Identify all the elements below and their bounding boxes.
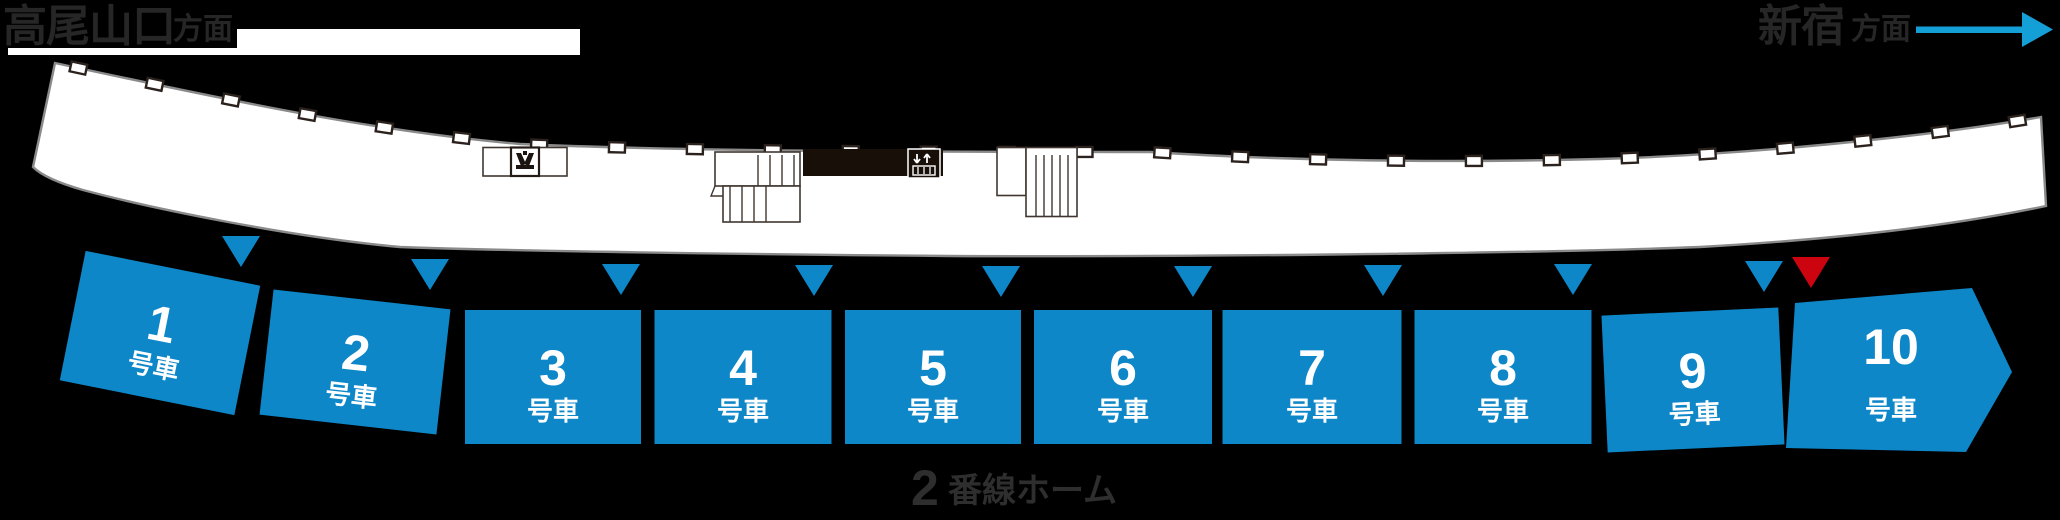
platform-label: 2 番線ホーム — [911, 460, 1117, 516]
stairs-a — [709, 151, 801, 223]
car-number: 2 — [339, 324, 373, 383]
car-shape — [1414, 310, 1592, 444]
platform-post — [1775, 141, 1795, 156]
car-8: 8号車 — [1414, 310, 1592, 444]
car-10: 10 号車 — [1786, 288, 2012, 452]
direction-arrow-icon — [1916, 12, 2053, 47]
boarding-position-marker-icon — [795, 265, 833, 296]
car-number-suffix: 号車 — [907, 396, 959, 426]
platform-number-suffix: 番線ホーム — [948, 472, 1117, 510]
stairs-b — [996, 146, 1078, 218]
car-number: 4 — [729, 340, 757, 396]
boarding-position-marker-icon — [1364, 265, 1402, 296]
boarding-position-marker-icon — [982, 266, 1020, 297]
car-number-suffix: 号車 — [1865, 395, 1917, 425]
car-shape — [1786, 288, 2012, 452]
car-6: 6号車 — [1034, 310, 1212, 444]
car-number-suffix: 号車 — [1668, 398, 1721, 430]
door-markers — [222, 236, 1830, 297]
platform-post — [2007, 113, 2028, 129]
boarding-position-marker-icon — [1174, 266, 1212, 297]
boarding-position-marker-icon — [411, 259, 449, 290]
car-number-suffix: 号車 — [1477, 396, 1529, 426]
platform-post — [1152, 146, 1172, 160]
car-5: 5号車 — [845, 310, 1021, 444]
car-number: 8 — [1489, 340, 1517, 396]
car-number-suffix: 号車 — [1097, 396, 1149, 426]
platform-post — [451, 130, 472, 146]
car-4: 4号車 — [654, 310, 832, 444]
header-white-block — [237, 29, 580, 55]
left-direction: 高尾山口 方面 — [3, 2, 233, 51]
car-number: 7 — [1298, 340, 1326, 396]
car-number-suffix: 号車 — [324, 378, 379, 414]
car-shape — [259, 289, 451, 435]
facility-toilet — [482, 146, 568, 178]
car-3: 3号車 — [465, 310, 641, 444]
car-shape — [1034, 310, 1212, 444]
left-direction-suffix: 方面 — [173, 12, 233, 46]
car-7: 7号車 — [1222, 310, 1402, 444]
car-1: 1号車 — [59, 250, 261, 416]
platform-post — [144, 76, 165, 93]
platform-post — [1542, 153, 1562, 167]
right-direction-station: 新宿 — [1758, 2, 1844, 51]
car-2: 2号車 — [259, 289, 451, 435]
boarding-position-marker-icon — [602, 264, 640, 295]
platform-post — [1075, 145, 1094, 159]
platform-post — [1464, 154, 1484, 168]
car-shape — [654, 310, 832, 444]
platform-post — [1308, 152, 1328, 166]
platform-post — [1697, 147, 1718, 161]
platform-post — [1853, 133, 1873, 148]
car-number: 3 — [539, 340, 567, 396]
platform-post — [374, 119, 395, 136]
platform-post — [685, 142, 705, 156]
car-number-suffix: 号車 — [1286, 396, 1338, 426]
car-shape — [59, 250, 261, 416]
platform-post — [220, 92, 242, 108]
toilet-icon — [516, 151, 534, 169]
car-shape — [465, 310, 641, 444]
platform-post — [68, 60, 89, 77]
boarding-position-marker-icon — [1745, 261, 1783, 292]
right-direction: 新宿 方面 — [1758, 2, 2053, 51]
car-number-suffix: 号車 — [717, 396, 769, 426]
car-shape — [845, 310, 1021, 444]
car-number-suffix: 号車 — [527, 396, 579, 426]
platform-post — [1620, 151, 1640, 165]
left-direction-station: 高尾山口 — [3, 2, 175, 51]
boarding-position-marker-icon — [1554, 264, 1592, 295]
title-underline-strip — [8, 48, 238, 55]
platform-post — [1230, 150, 1250, 164]
platform-post — [1386, 154, 1406, 167]
platform-post — [607, 140, 627, 154]
platform-post — [297, 106, 318, 123]
car-shape — [1601, 307, 1785, 453]
platform-number: 2 — [911, 460, 939, 516]
stop-position-marker-icon — [1792, 257, 1830, 288]
car-shape — [1222, 310, 1402, 444]
car-number: 9 — [1677, 342, 1707, 399]
car-number: 5 — [919, 340, 947, 396]
car-9: 9号車 — [1601, 307, 1785, 453]
car-number: 10 — [1863, 319, 1919, 375]
right-direction-suffix: 方面 — [1851, 12, 1911, 46]
car-number: 6 — [1109, 340, 1137, 396]
escalator-icon — [907, 148, 941, 179]
platform-post — [1930, 124, 1951, 140]
boarding-position-marker-icon — [222, 236, 260, 267]
